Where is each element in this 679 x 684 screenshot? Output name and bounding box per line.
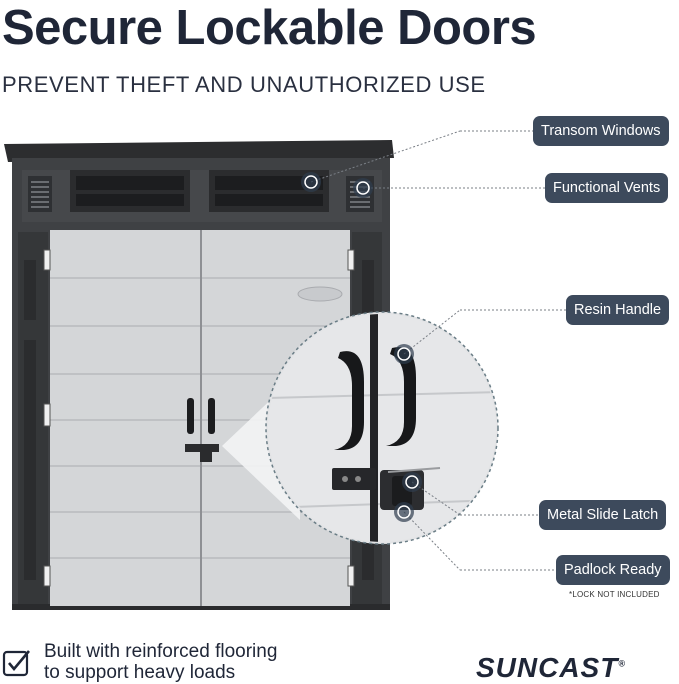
- feature-line-2: to support heavy loads: [44, 662, 236, 683]
- feature-line-1: Built with reinforced flooring: [44, 641, 278, 662]
- brand-registered: ®: [618, 658, 626, 669]
- brand-logo: SUNCAST®: [476, 652, 626, 684]
- footnote: *LOCK NOT INCLUDED: [569, 590, 660, 599]
- zoom-detail: [265, 311, 499, 545]
- feature-text: Built with reinforced flooring to suppor…: [44, 641, 277, 683]
- callout-resin-handle: Resin Handle: [566, 295, 670, 325]
- callout-markers: [301, 172, 422, 522]
- brand-name: SUNCAST: [476, 652, 619, 683]
- page-title: Secure Lockable Doors: [2, 1, 537, 55]
- checkbox-icon: [2, 650, 30, 677]
- callout-transom-windows: Transom Windows: [533, 116, 669, 146]
- page-subtitle: PREVENT THEFT AND UNAUTHORIZED USE: [2, 72, 486, 97]
- callout-functional-vents: Functional Vents: [545, 173, 669, 203]
- callout-metal-slide-latch: Metal Slide Latch: [539, 500, 667, 530]
- callout-padlock-ready: Padlock Ready: [556, 555, 670, 585]
